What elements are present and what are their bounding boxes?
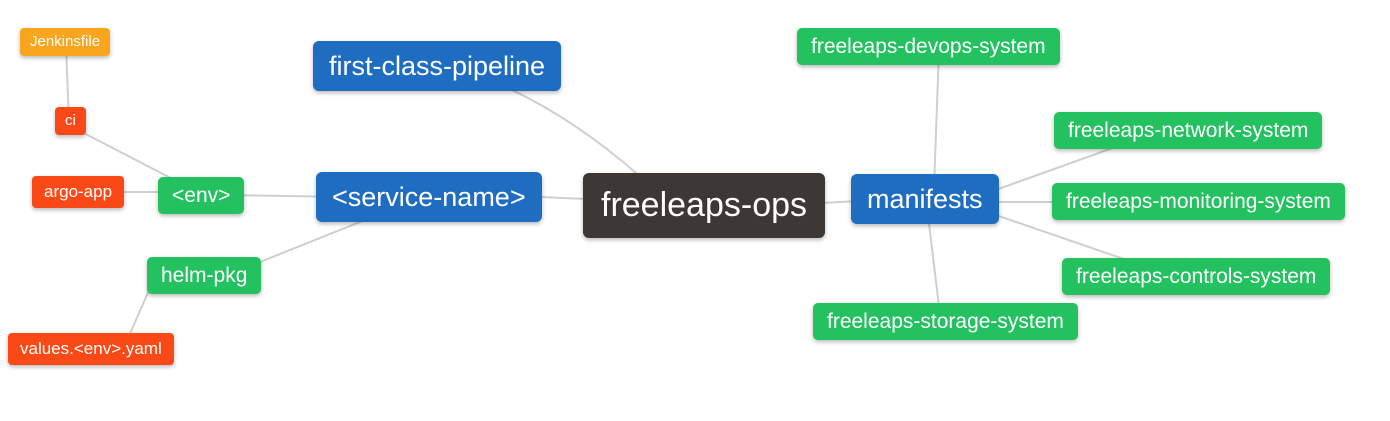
node-argo-app[interactable]: argo-app	[32, 176, 125, 209]
node-values-env-yaml[interactable]: values.<env>.yaml	[8, 333, 174, 366]
node-env[interactable]: <env>	[158, 177, 245, 215]
node-freeleaps-storage-system[interactable]: freeleaps-storage-system	[813, 303, 1078, 341]
node-service-name[interactable]: <service-name>	[316, 172, 542, 223]
node-first-class-pipeline[interactable]: first-class-pipeline	[313, 41, 562, 92]
edge-manifests-to-freeleaps-storage-system	[927, 214, 941, 316]
node-freeleaps-devops-system[interactable]: freeleaps-devops-system	[797, 28, 1060, 66]
node-ci[interactable]: ci	[55, 107, 86, 135]
node-freeleaps-controls-system[interactable]: freeleaps-controls-system	[1062, 258, 1331, 296]
node-manifests[interactable]: manifests	[851, 174, 999, 225]
node-helm-pkg[interactable]: helm-pkg	[147, 257, 262, 295]
node-freeleaps-ops[interactable]: freeleaps-ops	[583, 173, 826, 238]
node-freeleaps-monitoring-system[interactable]: freeleaps-monitoring-system	[1052, 183, 1345, 221]
node-jenkinsfile[interactable]: Jenkinsfile	[20, 28, 111, 56]
node-freeleaps-network-system[interactable]: freeleaps-network-system	[1054, 112, 1323, 150]
